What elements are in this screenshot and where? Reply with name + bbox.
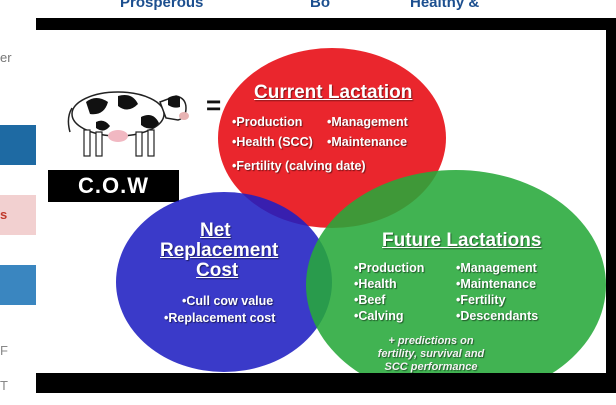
current-lactation-title: Current Lactation: [254, 82, 413, 103]
background-header-text: Bo: [310, 0, 330, 11]
net-replacement-item: •Cull cow value: [182, 294, 274, 308]
future-lactations-note: + predictions on fertility, survival and…: [366, 335, 496, 374]
cow-value-diagram: = C.O.W Current Lactation •Production •M…: [36, 30, 606, 378]
current-lactation-item: •Management: [327, 115, 408, 129]
future-lactations-item: •Health: [354, 277, 397, 291]
image-lightbox[interactable]: = C.O.W Current Lactation •Production •M…: [36, 18, 616, 393]
future-lactations-item: •Fertility: [456, 293, 506, 307]
current-lactation-item: •Maintenance: [327, 135, 408, 149]
background-blue-strip: [0, 265, 36, 305]
future-lactations-item: •Descendants: [456, 309, 539, 323]
net-replacement-cost-circle: [116, 192, 332, 372]
cow-label: C.O.W: [48, 170, 179, 202]
cow-illustration: [67, 91, 189, 157]
background-header: Prosperous Bo Healthy &: [0, 0, 616, 20]
background-text-fragment: er: [0, 50, 12, 65]
future-lactations-item: •Production: [354, 261, 425, 275]
current-lactation-item: •Health (SCC): [232, 135, 313, 149]
net-replacement-item: •Replacement cost: [164, 311, 276, 325]
current-lactation-item: •Fertility (calving date): [232, 159, 366, 173]
future-lactations-item: •Beef: [354, 293, 386, 307]
future-lactations-item: •Management: [456, 261, 537, 275]
note-line: fertility, survival and: [377, 348, 485, 360]
net-replacement-title: Net: [200, 220, 231, 241]
background-text-fragment: T: [0, 378, 8, 393]
note-line: SCC performance: [384, 361, 478, 373]
net-replacement-title: Replacement: [160, 240, 279, 261]
future-lactations-title: Future Lactations: [382, 230, 542, 251]
equals-sign: =: [206, 90, 222, 120]
background-text-fragment: F: [0, 343, 8, 358]
net-replacement-title: Cost: [196, 260, 239, 281]
background-text-fragment: s: [0, 207, 8, 222]
background-header-text: Healthy &: [410, 0, 480, 11]
background-blue-strip: [0, 125, 36, 165]
future-lactations-item: •Maintenance: [456, 277, 537, 291]
future-lactations-item: •Calving: [354, 309, 404, 323]
venn-diagram: [116, 48, 606, 378]
background-pink-strip: [0, 195, 36, 235]
background-header-text: Prosperous: [120, 0, 204, 11]
future-lactations-circle: [306, 170, 606, 378]
note-line: + predictions on: [388, 335, 474, 347]
lightbox-bottom-bar: [36, 373, 616, 393]
current-lactation-item: •Production: [232, 115, 303, 129]
